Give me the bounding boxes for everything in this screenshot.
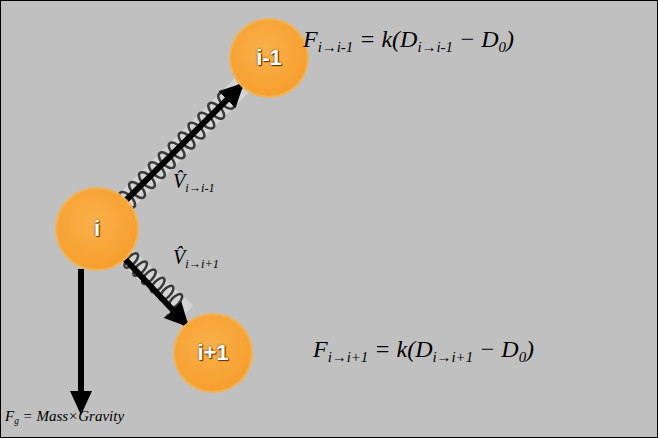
force-equation: Fi→i+1 = k(Di→i+1 − D0) [313,335,534,364]
particle-index: i-1 [256,45,282,71]
subscript: i→i-1 [318,39,354,55]
spring-upper [106,73,254,221]
subscript: i→i+1 [328,349,369,365]
particle-index: i+1 [197,340,228,366]
subscript: i→i+1 [432,349,473,365]
particle-circle: i [57,189,137,269]
subscript: i→i-1 [185,181,215,195]
particle-circle: i-1 [231,20,307,96]
subscript: i→i-1 [417,39,453,55]
direction-vector [125,86,240,201]
subscript: 0 [519,349,526,365]
subscript: i→i+1 [185,257,219,271]
subscript: 0 [498,39,505,55]
particle-circle: i+1 [175,315,251,391]
particle-index: i [94,216,100,242]
force-equation: Fi→i-1 = k(Di→i-1 − D0) [303,25,514,54]
unit-vector-label: V̂i→i-1 [171,169,217,193]
subscript: g [14,416,19,426]
unit-vector-label: V̂i→i+1 [171,245,221,269]
gravity-arrow [70,269,92,415]
force-equation: Fg = Mass×Gravity [5,407,124,425]
